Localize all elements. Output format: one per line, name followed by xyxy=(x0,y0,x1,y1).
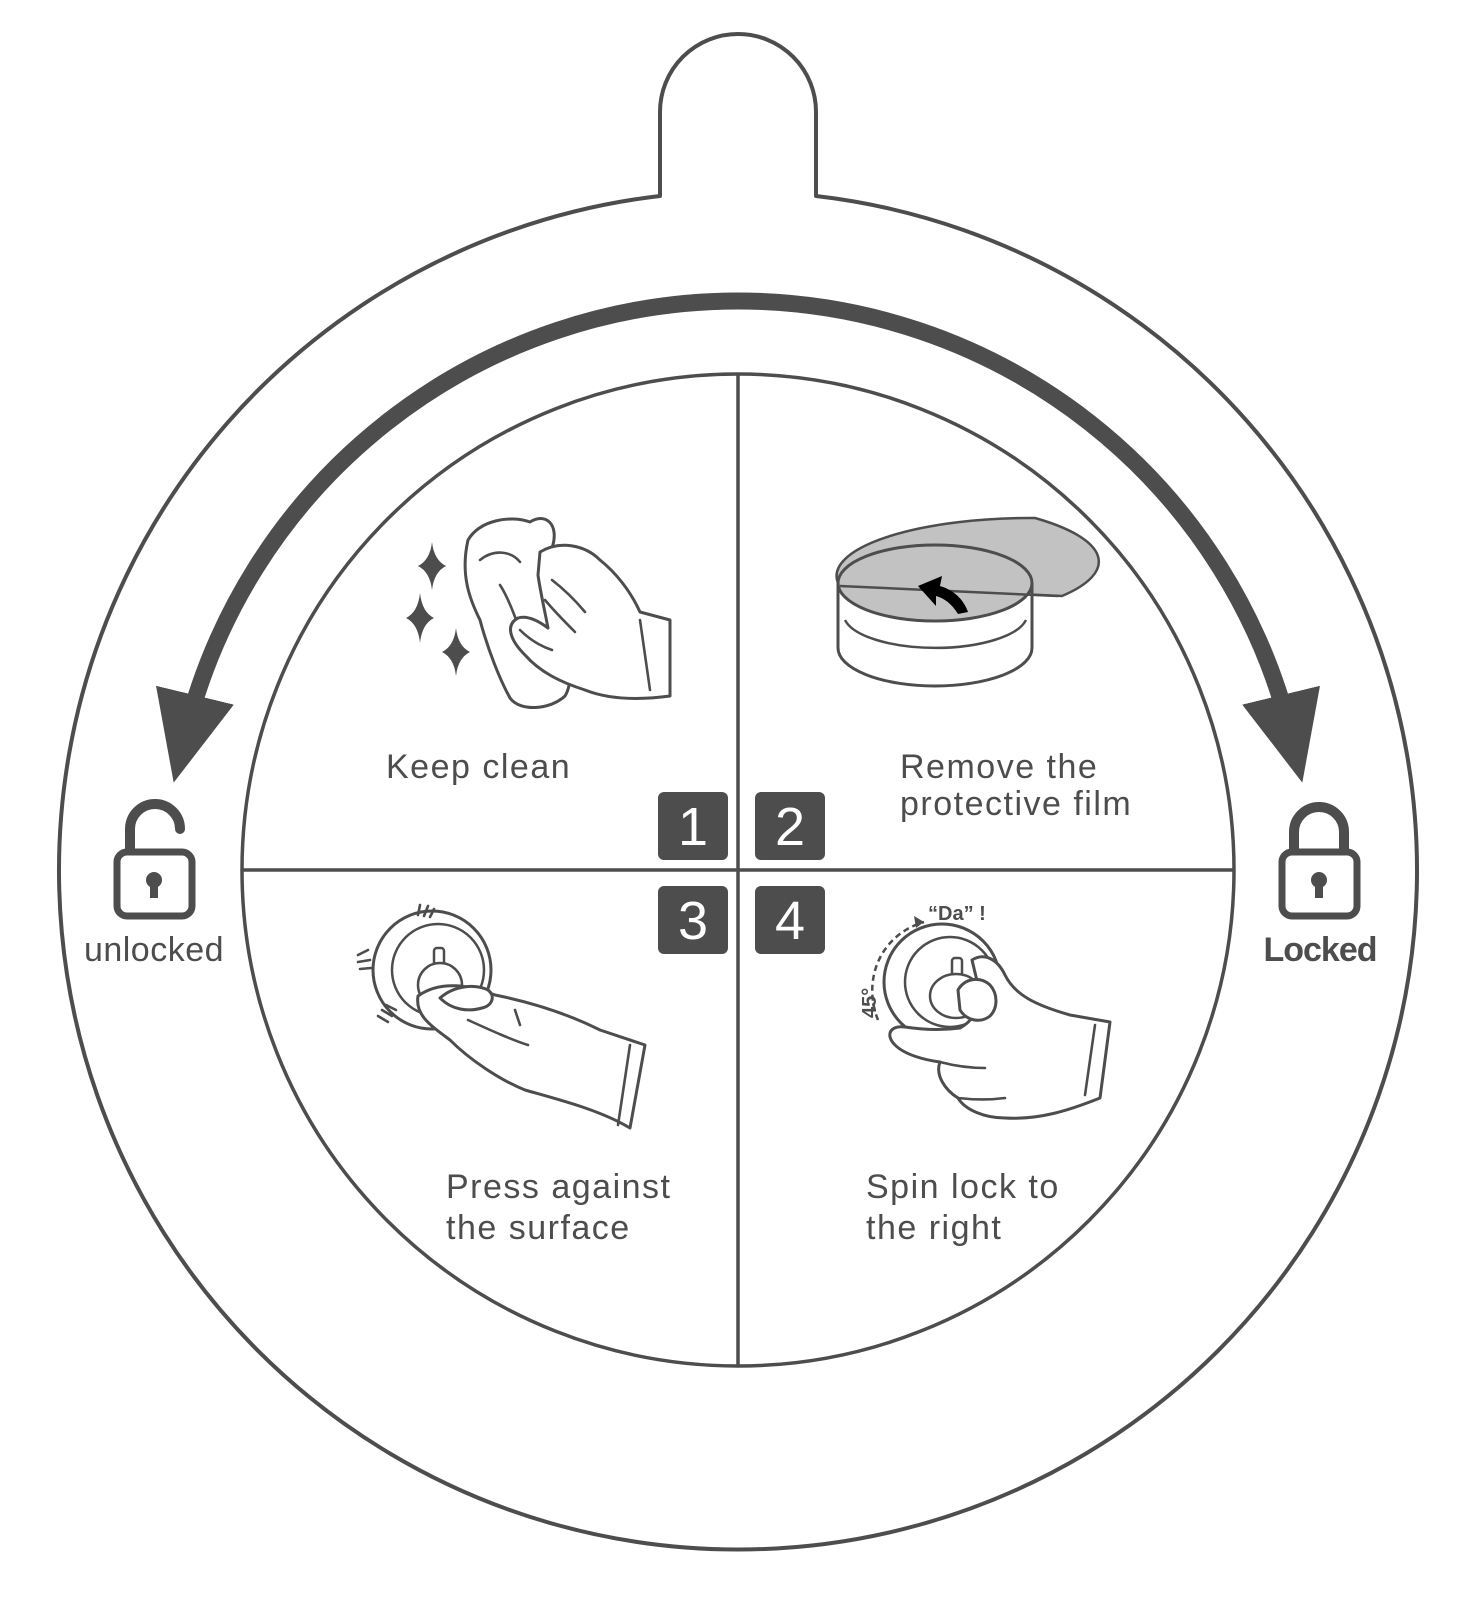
hand-turning-icon: “Da” ! 45° xyxy=(859,903,1112,1120)
step-2-label: Remove the protective film xyxy=(900,748,1132,823)
step-3-label-line-1: Press against xyxy=(446,1168,672,1206)
left-arrow-icon xyxy=(156,292,739,783)
step-badge-4: 4 xyxy=(755,886,825,954)
step-badge-3: 3 xyxy=(658,886,728,954)
step-number-1: 1 xyxy=(678,797,708,857)
open-padlock-icon xyxy=(113,799,196,920)
unlocked-label: unlocked xyxy=(84,931,224,969)
step-number-4: 4 xyxy=(775,891,805,951)
step-1-label: Keep clean xyxy=(386,748,571,786)
rotation-arc-icon xyxy=(871,920,925,1021)
sparkle-icon xyxy=(406,593,434,643)
pressure-mark-icon xyxy=(416,903,436,919)
step-2-label-line-1: Remove the xyxy=(900,748,1098,786)
closed-padlock-icon xyxy=(1278,802,1361,920)
up-arrow-icon xyxy=(918,576,968,614)
step-1-label-line-1: Keep clean xyxy=(386,748,571,786)
step-badge-2: 2 xyxy=(755,792,825,860)
step-2-label-line-2: protective film xyxy=(900,785,1132,823)
step-3-label: Press against the surface xyxy=(446,1168,682,1247)
sparkle-icon xyxy=(442,628,470,676)
step-badge-1: 1 xyxy=(658,792,728,860)
pressure-mark-icon xyxy=(376,1003,398,1024)
hand-wiping-icon xyxy=(406,516,672,710)
right-arrow-icon xyxy=(737,292,1320,783)
step-4-label-line-1: Spin lock to xyxy=(866,1168,1060,1206)
peel-film-icon xyxy=(835,516,1101,688)
sparkle-icon xyxy=(418,542,446,590)
angle-annotation: 45° xyxy=(859,988,881,1018)
step-4-label: Spin lock to the right xyxy=(866,1168,1071,1247)
step-3-label-line-2: the surface xyxy=(446,1209,631,1247)
step-number-3: 3 xyxy=(678,891,708,951)
step-4-label-line-2: the right xyxy=(866,1209,1002,1247)
hand-pressing-icon xyxy=(356,903,647,1130)
pressure-mark-icon xyxy=(356,948,373,971)
step-number-2: 2 xyxy=(775,797,805,857)
sound-annotation: “Da” ! xyxy=(928,903,986,925)
locked-label: Locked xyxy=(1263,931,1376,969)
